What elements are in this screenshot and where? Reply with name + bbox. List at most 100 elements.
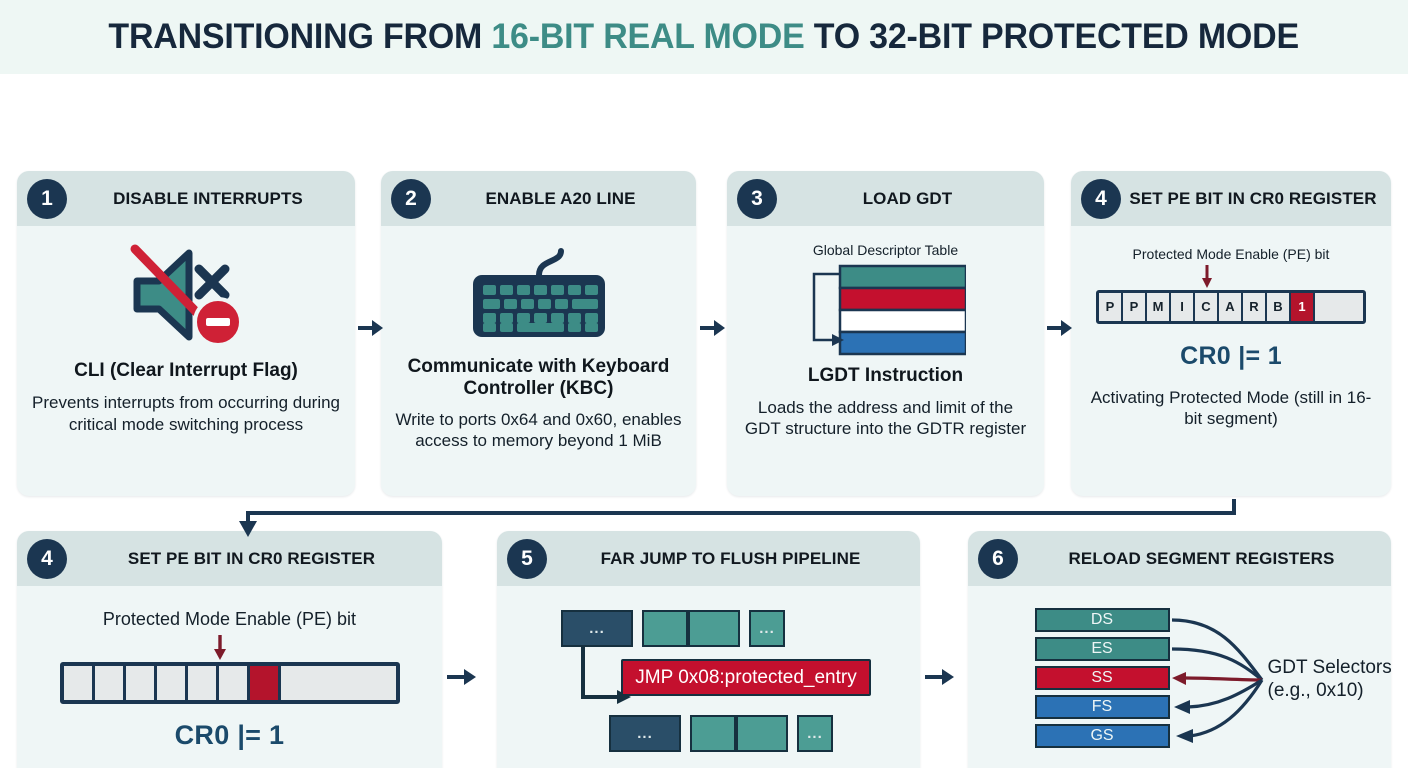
step-3-desc: Loads the address and limit of the GDT s… — [744, 398, 1027, 439]
gdt-table-icon — [806, 261, 966, 357]
step-4-bottom-body: Protected Mode Enable (PE) bit CR0 |= 1 … — [17, 586, 442, 768]
step-4-bottom-title: SET PE BIT IN CR0 REGISTER — [127, 548, 376, 568]
segment-register-list: DS ES SS FS GS — [1034, 608, 1170, 748]
step-5-title: FAR JUMP TO FLUSH PIPELINE — [600, 548, 861, 568]
cr0-bit: I — [1171, 292, 1195, 321]
pipeline-icon: ... ... JMP 0x08:protected_entry ... ... — [511, 602, 906, 765]
step-4-top-body: Protected Mode Enable (PE) bit P P M I C… — [1071, 226, 1391, 441]
step-1-number: 1 — [27, 178, 67, 219]
step-2-title: ENABLE A20 LINE — [485, 188, 636, 208]
step-card-6[interactable]: 6 RELOAD SEGMENT REGISTERS DS ES SS FS G… — [968, 531, 1391, 768]
pe-bit-caption-top: Protected Mode Enable (PE) bit — [1133, 246, 1330, 263]
cr0-bit: C — [1195, 292, 1219, 321]
gdt-selectors-annotation: GDT Selectors (e.g., 0x10) — [1268, 656, 1392, 702]
step-1-title: DISABLE INTERRUPTS — [113, 188, 303, 208]
pipeline-row-top: ... ... — [561, 610, 785, 647]
segment-register-gs: GS — [1034, 724, 1170, 748]
step-1-body: CLI (Clear Interrupt Flag) Prevents inte… — [17, 226, 355, 447]
segment-register-ds: DS — [1034, 608, 1170, 632]
step-6-title: RELOAD SEGMENT REGISTERS — [1068, 548, 1335, 568]
cr0-bit: A — [1219, 292, 1243, 321]
gdt-selectors-line-2: (e.g., 0x10) — [1267, 680, 1364, 702]
step-2-lead: Communicate with Keyboard Controller (KB… — [407, 356, 670, 400]
pipeline-block — [642, 610, 688, 647]
pe-bit-caption-text-top: Protected Mode Enable (PE) bit — [1132, 246, 1330, 262]
gdt-figure-caption: Global Descriptor Table — [812, 242, 959, 258]
cr0-bit: M — [1147, 292, 1171, 321]
flow-arrow-1-to-2 — [358, 320, 383, 336]
keyboard-icon — [467, 236, 611, 354]
step-card-2[interactable]: 2 ENABLE A20 LINE — [381, 171, 696, 496]
step-4-top-desc: Activating Protected Mode (still in 16-b… — [1090, 387, 1372, 429]
step-card-5[interactable]: 5 FAR JUMP TO FLUSH PIPELINE ... ... JMP… — [497, 531, 920, 768]
flow-connector-row1-to-row2 — [239, 499, 1236, 537]
flow-arrow-5-to-6 — [925, 669, 954, 685]
step-6-body: DS ES SS FS GS — [968, 586, 1391, 768]
cr0-register-remainder — [1315, 292, 1363, 321]
segment-register-fs: FS — [1034, 695, 1170, 719]
cr0-bit — [156, 665, 188, 700]
step-1-desc: Prevents interrupts from occurring durin… — [31, 393, 341, 434]
pipeline-block — [690, 715, 736, 752]
step-card-3[interactable]: 3 LOAD GDT Global Descriptor Table LGDT … — [727, 171, 1044, 496]
cr0-bit: B — [1267, 292, 1291, 321]
cr0-bit — [218, 665, 250, 700]
cr0-register-remainder — [280, 665, 396, 700]
cr0-bit — [125, 665, 157, 700]
cr0-bit — [63, 665, 95, 700]
pipeline-block: ... — [561, 610, 633, 647]
step-4-bottom-lead: CR0 |= 1 — [174, 719, 285, 750]
page-title: TRANSITIONING FROM 16-BIT REAL MODE TO 3… — [109, 17, 1300, 57]
step-3-body: Global Descriptor Table LGDT Instruction… — [727, 226, 1044, 452]
flow-arrow-2-to-3 — [700, 320, 725, 336]
flow-board: 1 DISABLE INTERRUPTS CLI (Clear Interrup… — [0, 74, 1408, 768]
segment-registers-icon: DS ES SS FS GS — [980, 602, 1391, 768]
step-2-number: 2 — [391, 178, 431, 219]
step-card-1[interactable]: 1 DISABLE INTERRUPTS CLI (Clear Interrup… — [17, 171, 355, 496]
step-2-desc: Write to ports 0x64 and 0x60, enables ac… — [395, 409, 682, 451]
pipeline-block: ... — [609, 715, 681, 752]
step-3-lead: LGDT Instruction — [807, 364, 964, 386]
step-4-top-header: 4 SET PE BIT IN CR0 REGISTER — [1071, 171, 1391, 226]
step-2-body: Communicate with Keyboard Controller (KB… — [381, 226, 696, 463]
flow-arrow-4-to-5 — [447, 669, 476, 685]
step-2-header: 2 ENABLE A20 LINE — [381, 171, 696, 226]
pipeline-jump-arrow — [581, 647, 631, 704]
title-band: TRANSITIONING FROM 16-BIT REAL MODE TO 3… — [0, 0, 1408, 74]
pe-bit-pointer-bottom — [213, 634, 226, 660]
pipeline-row-bottom: ... ... — [609, 715, 833, 752]
step-1-header: 1 DISABLE INTERRUPTS — [17, 171, 355, 226]
step-4-bottom-number: 4 — [27, 538, 67, 579]
segment-register-es: ES — [1034, 637, 1170, 661]
pe-bit-pointer-top — [1202, 264, 1212, 288]
step-4-top-title: SET PE BIT IN CR0 REGISTER — [1129, 188, 1377, 208]
step-1-lead: CLI (Clear Interrupt Flag) — [74, 360, 298, 381]
step-5-body: ... ... JMP 0x08:protected_entry ... ... — [497, 586, 920, 768]
step-3-number: 3 — [737, 178, 777, 219]
segment-register-ss: SS — [1034, 666, 1170, 690]
title-part-3: TO 32-BIT PROTECTED MODE — [804, 17, 1300, 56]
title-part-1: TRANSITIONING FROM — [108, 17, 492, 56]
pipeline-block — [736, 715, 788, 752]
jmp-instruction-block: JMP 0x08:protected_entry — [621, 659, 871, 696]
cr0-bit: P — [1099, 292, 1123, 321]
step-3-title: LOAD GDT — [862, 188, 953, 208]
muted-speaker-icon — [123, 236, 249, 354]
pipeline-block — [688, 610, 740, 647]
flow-arrow-3-to-4 — [1047, 320, 1072, 336]
step-6-number: 6 — [978, 538, 1018, 579]
cr0-bit: P — [1123, 292, 1147, 321]
pipeline-block: ... — [797, 715, 833, 752]
cr0-register-icon-bottom — [59, 661, 400, 704]
step-4-bottom-desc: Activating Protected Mode (still in 16-b… — [31, 765, 427, 768]
title-part-highlight: 16-BIT REAL MODE — [491, 17, 805, 56]
step-4-top-lead: CR0 |= 1 — [1180, 341, 1282, 370]
step-card-4-top[interactable]: 4 SET PE BIT IN CR0 REGISTER Protected M… — [1071, 171, 1391, 496]
cr0-register-icon-top: P P M I C A R B 1 — [1096, 289, 1366, 324]
step-4-top-number: 4 — [1081, 178, 1121, 219]
step-card-4-bottom[interactable]: 4 SET PE BIT IN CR0 REGISTER Protected M… — [17, 531, 442, 768]
step-4-bottom-header: 4 SET PE BIT IN CR0 REGISTER — [17, 531, 442, 586]
cr0-bit: R — [1243, 292, 1267, 321]
gdt-selectors-line-1: GDT Selectors — [1267, 657, 1392, 678]
step-5-header: 5 FAR JUMP TO FLUSH PIPELINE — [497, 531, 920, 586]
